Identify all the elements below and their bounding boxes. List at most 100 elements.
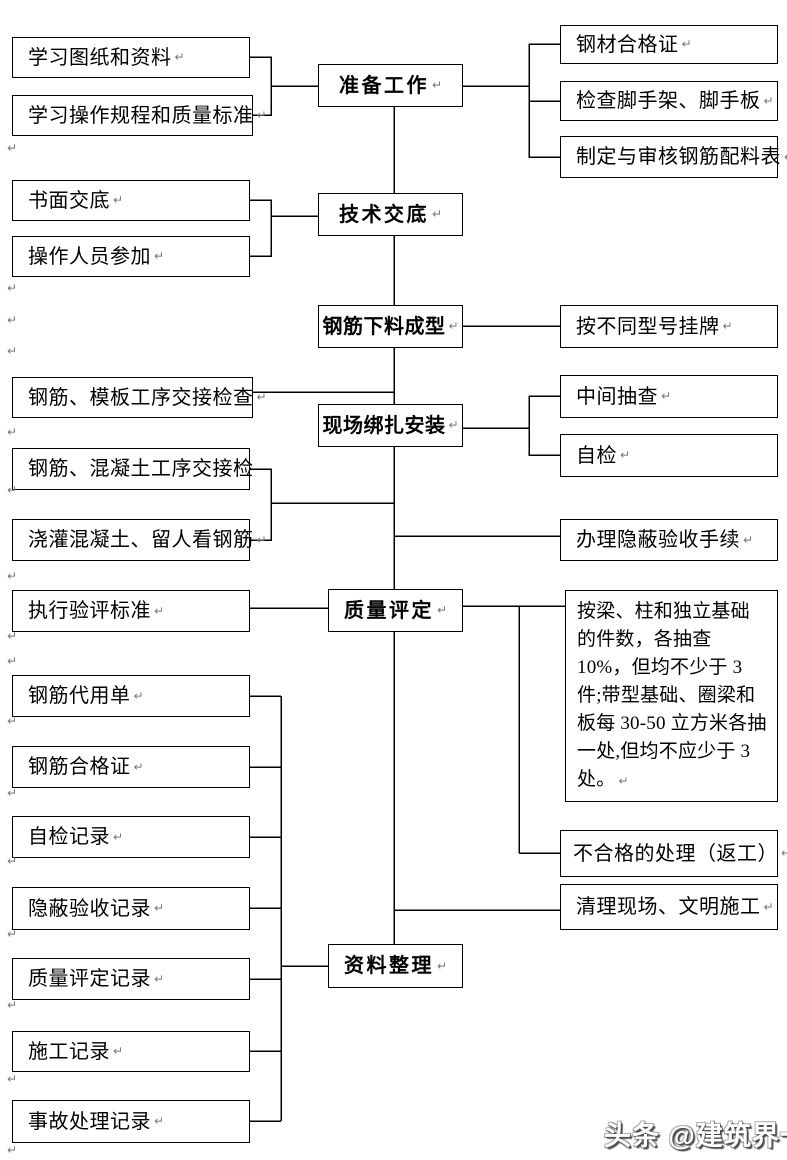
paragraph-mark-icon: ↵ [113, 829, 124, 844]
node-quality-assessment: 质量评定↵ [328, 589, 463, 632]
node-label: 钢筋、混凝土工序交接检 [28, 458, 254, 480]
paragraph-mark-icon: ↵ [133, 759, 144, 774]
node-label: 检查脚手架、脚手板 [576, 90, 761, 112]
node-label: 清理现场、文明施工 [576, 896, 761, 918]
paragraph-mark-icon: ↵ [7, 654, 18, 668]
paragraph-mark-icon: ↵ [154, 249, 165, 264]
node-hidden-work-procedures: 办理隐蔽验收手续↵ [560, 519, 778, 561]
node-label: 学习操作规程和质量标准 [28, 104, 254, 127]
paragraph-mark-icon: ↵ [7, 629, 18, 643]
node-intermediate-spot-check: 中间抽查↵ [560, 375, 778, 418]
node-rebar-schedule: 制定与审核钢筋配料表↵ [560, 136, 787, 178]
node-label: 执行验评标准 [28, 600, 151, 622]
paragraph-mark-icon: ↵ [113, 193, 124, 208]
paragraph-mark-icon: ↵ [661, 389, 672, 404]
node-label: 不合格的处理（返工） [573, 842, 778, 865]
node-written-disclosure: 书面交底↵ [12, 180, 250, 221]
node-label: 质量评定 [343, 599, 434, 622]
node-tag-by-type: 按不同型号挂牌↵ [560, 305, 778, 348]
paragraph-mark-icon: ↵ [7, 425, 18, 439]
paragraph-mark-icon: ↵ [743, 532, 754, 547]
node-label: 钢材合格证 [576, 33, 679, 56]
paragraph-mark-icon: ↵ [256, 532, 267, 547]
node-quality-assessment-record: 质量评定记录↵ [12, 958, 250, 1000]
node-label: 钢筋下料成型 [322, 315, 446, 338]
node-label: 质量评定记录 [28, 968, 151, 990]
paragraph-mark-icon: ↵ [763, 899, 774, 914]
node-label: 资料整理 [343, 955, 434, 977]
node-rebar-certificate: 钢筋合格证↵ [12, 746, 250, 788]
node-data-organization: 资料整理↵ [328, 944, 463, 988]
node-label: 准备工作 [338, 74, 429, 97]
node-label: 中间抽查 [576, 385, 658, 408]
paragraph-mark-icon: ↵ [431, 207, 443, 222]
node-label: 技术交底 [338, 203, 429, 226]
paragraph-mark-icon: ↵ [7, 1072, 18, 1086]
node-rebar-substitution-sheet: 钢筋代用单↵ [12, 675, 250, 717]
paragraph-mark-icon: ↵ [763, 93, 774, 108]
paragraph-mark-icon: ↵ [154, 971, 165, 986]
node-label: 现场绑扎安装 [322, 414, 446, 437]
node-tech-disclosure: 技术交底↵ [318, 193, 463, 236]
node-rework: 不合格的处理（返工）↵ [560, 830, 787, 877]
node-label: 制定与审核钢筋配料表 [576, 146, 781, 168]
node-rebar-concrete-check: 钢筋、混凝土工序交接检 [12, 448, 253, 490]
paragraph-mark-icon: ↵ [681, 37, 692, 52]
paragraph-mark-icon: ↵ [620, 448, 631, 463]
paragraph-mark-icon: ↵ [618, 774, 629, 788]
node-preparation: 准备工作↵ [318, 64, 463, 107]
paragraph-mark-icon: ↵ [7, 714, 18, 728]
node-pour-concrete-watch: 浇灌混凝土、留人看钢筋↵ [12, 519, 267, 561]
paragraph-mark-icon: ↵ [436, 958, 448, 973]
node-label: 浇灌混凝土、留人看钢筋 [28, 529, 254, 551]
node-label: 自检 [576, 444, 617, 467]
paragraph-mark-icon: ↵ [7, 1143, 18, 1157]
node-sampling-rules: 按梁、柱和独立基础的件数，各抽查 10%，但均不少于 3 件;带型基础、圈梁和板… [565, 590, 778, 802]
node-label: 按不同型号挂牌 [576, 315, 720, 338]
paragraph-mark-icon: ↵ [781, 846, 787, 861]
paragraph-mark-icon: ↵ [154, 901, 165, 916]
node-label: 自检记录 [28, 826, 110, 848]
node-site-installation: 现场绑扎安装↵ [318, 404, 463, 447]
node-study-procedures: 学习操作规程和质量标准↵ [12, 95, 267, 136]
paragraph-mark-icon: ↵ [154, 603, 165, 618]
paragraph-mark-icon: ↵ [7, 344, 18, 358]
node-rebar-cutting: 钢筋下料成型↵ [318, 305, 463, 348]
node-label: 书面交底 [28, 189, 110, 212]
node-label: 钢筋代用单 [28, 685, 131, 707]
node-check-scaffold: 检查脚手架、脚手板↵ [560, 81, 778, 121]
watermark: 头条 @建筑界一哥 [604, 1121, 787, 1151]
node-hidden-acceptance-record: 隐蔽验收记录↵ [12, 887, 250, 930]
node-study-drawings: 学习图纸和资料↵ [12, 37, 250, 78]
node-label: 钢筋、模板工序交接检查 [28, 386, 254, 409]
paragraph-mark-icon: ↵ [7, 569, 18, 583]
paragraph-mark-icon: ↵ [256, 390, 267, 405]
node-label: 施工记录 [28, 1040, 110, 1063]
paragraph-mark-icon: ↵ [7, 281, 18, 295]
paragraph-mark-icon: ↵ [7, 927, 18, 941]
node-self-check-record: 自检记录↵ [12, 816, 250, 858]
node-self-check: 自检↵ [560, 434, 778, 477]
node-operators-participate: 操作人员参加↵ [12, 236, 250, 277]
paragraph-mark-icon: ↵ [7, 483, 18, 497]
node-steel-certificate: 钢材合格证↵ [560, 25, 778, 64]
node-label: 隐蔽验收记录 [28, 897, 151, 920]
node-acceptance-standard: 执行验评标准↵ [12, 590, 250, 632]
paragraph-mark-icon: ↵ [7, 854, 18, 868]
paragraph-mark-icon: ↵ [448, 319, 459, 334]
paragraph-mark-icon: ↵ [113, 1044, 124, 1059]
node-accident-record: 事故处理记录↵ [12, 1100, 250, 1143]
node-label: 事故处理记录 [28, 1110, 151, 1133]
node-rebar-formwork-check: 钢筋、模板工序交接检查↵ [12, 377, 267, 418]
paragraph-mark-icon: ↵ [7, 313, 18, 327]
paragraph-mark-icon: ↵ [431, 78, 443, 93]
paragraph-mark-icon: ↵ [7, 786, 18, 800]
paragraph-mark-icon: ↵ [722, 319, 733, 334]
paragraph-mark-icon: ↵ [133, 688, 144, 703]
paragraph-mark-icon: ↵ [784, 150, 787, 164]
node-label: 钢筋合格证 [28, 756, 131, 778]
paragraph-mark-icon: ↵ [448, 418, 459, 433]
paragraph-mark-icon: ↵ [7, 141, 18, 155]
